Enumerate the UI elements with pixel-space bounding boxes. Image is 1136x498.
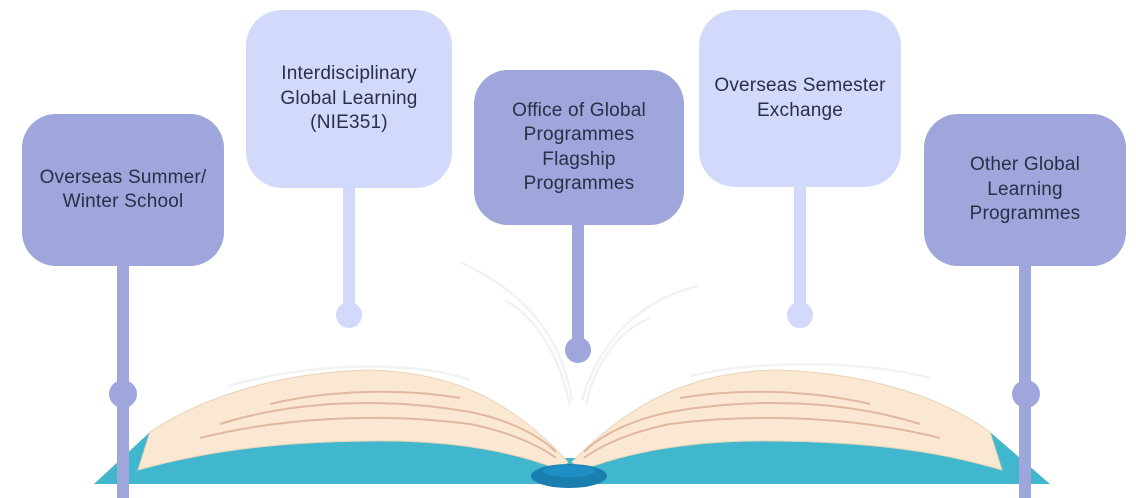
programme-label: Interdisciplinary Global Learning (NIE35… [246,10,452,188]
book-cover [94,432,1050,484]
programme-pin-flagship: Office of Global Programmes Flagship Pro… [474,70,684,363]
pin-stem [343,186,355,316]
left-pages [137,369,569,471]
pin-dot [1012,380,1040,408]
pin-dot [109,380,137,408]
right-pages [571,369,1003,471]
pin-stem [572,223,584,347]
page-swoosh-lines [227,260,931,406]
programme-pin-summer-winter: Overseas Summer/ Winter School [22,114,224,498]
pin-stem [794,185,806,315]
right-page-lines [583,390,941,459]
pin-dot [565,337,591,363]
programme-label: Overseas Semester Exchange [699,10,901,187]
programme-pin-interdisciplinary: Interdisciplinary Global Learning (NIE35… [246,10,452,328]
left-page-lines [199,390,557,459]
pin-dot [336,302,362,328]
programme-pin-semester-exchange: Overseas Semester Exchange [699,10,901,328]
programme-label: Overseas Summer/ Winter School [22,114,224,266]
pin-dot [787,302,813,328]
programme-label: Office of Global Programmes Flagship Pro… [474,70,684,225]
programme-label: Other Global Learning Programmes [924,114,1126,266]
programme-pin-other: Other Global Learning Programmes [924,114,1126,498]
book-spine-highlight [543,465,595,477]
